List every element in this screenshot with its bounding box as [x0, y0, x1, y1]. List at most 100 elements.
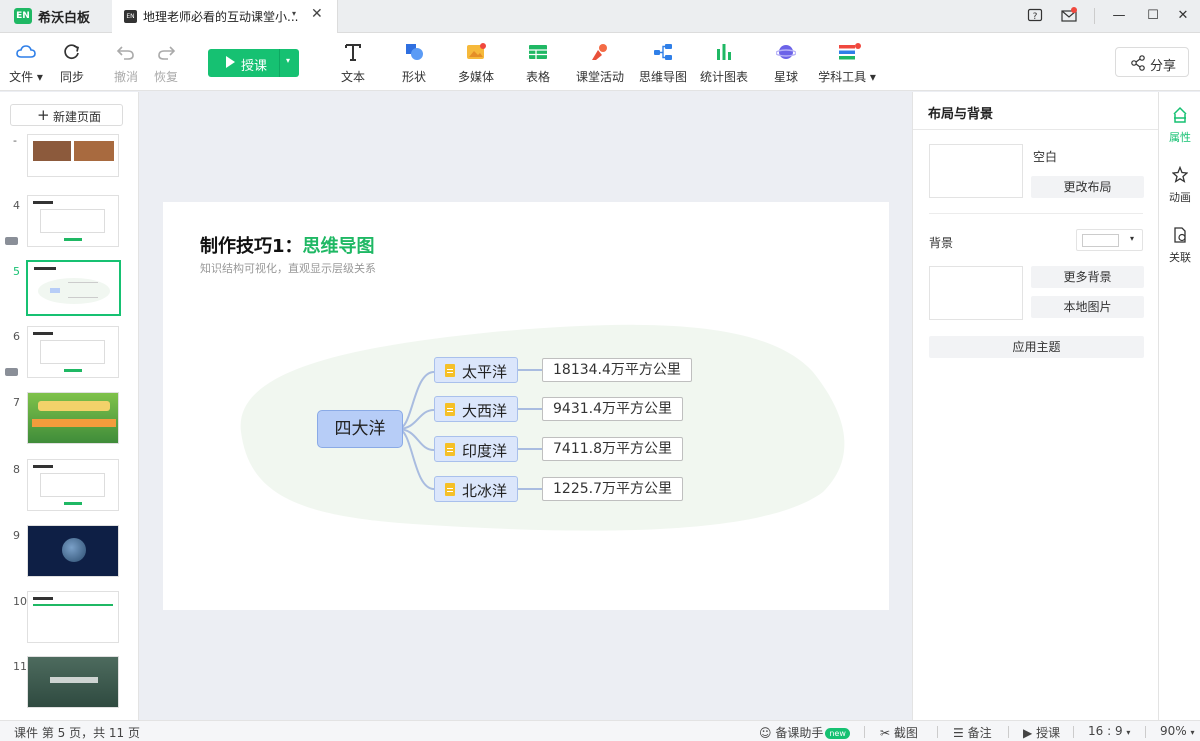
bar-chart-icon: [717, 44, 731, 60]
shape-icon: [406, 44, 423, 60]
tab-properties[interactable]: 属性: [1159, 106, 1200, 156]
slide-thumbnail-10[interactable]: 10: [0, 591, 138, 645]
mindmap-node-pacific[interactable]: 太平洋: [434, 357, 518, 383]
change-layout-button[interactable]: 更改布局: [1031, 176, 1144, 198]
new-page-button[interactable]: + 新建页面: [10, 104, 123, 126]
slide-thumbnail-9[interactable]: 9: [0, 525, 138, 579]
layout-preview[interactable]: [929, 144, 1023, 198]
screenshot-button[interactable]: ✂ 截图: [880, 726, 918, 740]
subject-tools-label: 学科工具 ▾: [818, 70, 876, 84]
mindmap-value-atlantic[interactable]: 9431.4万平方公里: [542, 397, 683, 421]
undo-button[interactable]: 撤消: [106, 33, 146, 91]
slide-thumbnail-8[interactable]: 8: [0, 459, 138, 513]
color-swatch: [1082, 234, 1119, 247]
teach-dropdown-icon[interactable]: ▾: [286, 56, 291, 65]
apply-theme-button[interactable]: 应用主题: [929, 336, 1144, 358]
background-preview[interactable]: [929, 266, 1023, 320]
slide-thumbnail-4[interactable]: 4: [0, 195, 138, 249]
local-image-button[interactable]: 本地图片: [1031, 296, 1144, 318]
document-icon: [445, 483, 455, 496]
mindmap-node-arctic[interactable]: 北冰洋: [434, 476, 518, 502]
notes-icon: ☰: [953, 726, 964, 740]
maximize-icon[interactable]: ☐: [1147, 8, 1159, 23]
main-toolbar: 文件 ▾ 同步 撤消 恢复 授课 ▾ 文本 形状 多媒体 表格 课堂活动 思维导…: [0, 33, 1200, 91]
zoom-select[interactable]: 90% ▾: [1160, 724, 1195, 738]
side-tab-bar: 属性 动画 关联: [1158, 92, 1200, 720]
app-logo-icon: EN: [14, 8, 32, 24]
slide-title-highlight: 思维导图: [302, 236, 375, 257]
robot-icon: ☺: [759, 726, 772, 740]
table-icon: [529, 45, 547, 59]
cloud-icon: [16, 45, 36, 58]
scissors-icon: ✂: [880, 726, 891, 740]
redo-label: 恢复: [153, 70, 178, 84]
slide-thumbnail-6[interactable]: 6: [0, 326, 138, 380]
share-label: 分享: [1150, 59, 1177, 74]
redo-button[interactable]: 恢复: [146, 33, 186, 91]
chart-tool-button[interactable]: 统计图表: [698, 33, 750, 91]
app-name: 希沃白板: [38, 11, 91, 26]
mindmap-tool-button[interactable]: 思维导图: [637, 33, 689, 91]
window-close-icon[interactable]: ✕: [1177, 8, 1189, 23]
slide-list-panel: + 新建页面 - 4 5 6: [0, 92, 139, 720]
classroom-activity-button[interactable]: 课堂活动: [574, 33, 626, 91]
chart-tool-label: 统计图表: [699, 70, 748, 84]
text-tool-button[interactable]: 文本: [333, 33, 373, 91]
undo-icon: [116, 46, 134, 60]
slide-title: 制作技巧1：思维导图: [200, 232, 375, 258]
tab-animation[interactable]: 动画: [1159, 166, 1200, 216]
table-tool-button[interactable]: 表格: [518, 33, 558, 91]
teach-button[interactable]: 授课 ▾: [208, 49, 299, 77]
subject-tools-button[interactable]: 学科工具 ▾: [816, 33, 878, 91]
aspect-ratio-select[interactable]: 16 : 9 ▾: [1088, 724, 1131, 738]
new-badge: new: [825, 728, 850, 739]
share-button[interactable]: 分享: [1115, 47, 1189, 77]
minimize-icon[interactable]: —: [1112, 8, 1126, 23]
tab-link[interactable]: 关联: [1159, 226, 1200, 276]
planet-tool-button[interactable]: 星球: [766, 33, 806, 91]
slide-canvas[interactable]: 制作技巧1：思维导图 知识结构可视化，直观显示层级关系 四大洋 太平洋 大西洋 …: [163, 202, 889, 610]
mindmap-value-indian[interactable]: 7411.8万平方公里: [542, 437, 683, 461]
tab-close-icon[interactable]: ✕: [311, 6, 323, 22]
message-icon[interactable]: [1058, 5, 1080, 27]
more-backgrounds-button[interactable]: 更多背景: [1031, 266, 1144, 288]
document-icon: EN: [124, 10, 137, 23]
table-tool-label: 表格: [525, 70, 550, 84]
file-menu-label: 文件 ▾: [9, 70, 43, 84]
document-tab[interactable]: EN 地理老师必看的互动课堂小... ▾ ✕: [112, 0, 338, 33]
document-title: 地理老师必看的互动课堂小...: [143, 10, 299, 24]
message-notification-dot: [1071, 7, 1077, 13]
slide-thumbnail-3[interactable]: -: [0, 134, 138, 180]
media-icon: [467, 43, 486, 59]
activity-label: 课堂活动: [575, 70, 624, 84]
document-icon: [445, 403, 455, 416]
slide-thumbnail-7[interactable]: 7: [0, 392, 138, 446]
subject-tools-notification-dot: [855, 43, 861, 49]
layout-name: 空白: [1033, 150, 1058, 164]
background-color-select[interactable]: ▾: [1076, 229, 1143, 251]
sync-button[interactable]: 同步: [52, 33, 92, 91]
mindmap-root-node[interactable]: 四大洋: [317, 410, 403, 448]
mindmap-value-pacific[interactable]: 18134.4万平方公里: [542, 358, 692, 382]
plus-icon: +: [37, 106, 50, 124]
notes-button[interactable]: ☰ 备注: [953, 726, 992, 740]
sync-label: 同步: [59, 70, 84, 84]
mindmap-node-indian[interactable]: 印度洋: [434, 436, 518, 462]
camera-icon: [5, 368, 18, 376]
mindmap-value-arctic[interactable]: 1225.7万平方公里: [542, 477, 683, 501]
shape-tool-button[interactable]: 形状: [394, 33, 434, 91]
help-icon[interactable]: ?: [1024, 5, 1046, 27]
media-tool-button[interactable]: 多媒体: [454, 33, 498, 91]
tab-dropdown-icon[interactable]: ▾: [292, 9, 297, 18]
activity-icon: [592, 44, 607, 60]
slide-thumbnail-11[interactable]: 11: [0, 656, 138, 710]
file-menu-button[interactable]: 文件 ▾: [6, 33, 46, 91]
status-teach-button[interactable]: ▶ 授课: [1023, 726, 1061, 740]
slide-thumbnail-5[interactable]: 5: [0, 260, 138, 316]
background-label: 背景: [929, 236, 954, 250]
play-icon: ▶: [1023, 726, 1033, 740]
mindmap-node-atlantic[interactable]: 大西洋: [434, 396, 518, 422]
text-icon: [345, 44, 361, 61]
